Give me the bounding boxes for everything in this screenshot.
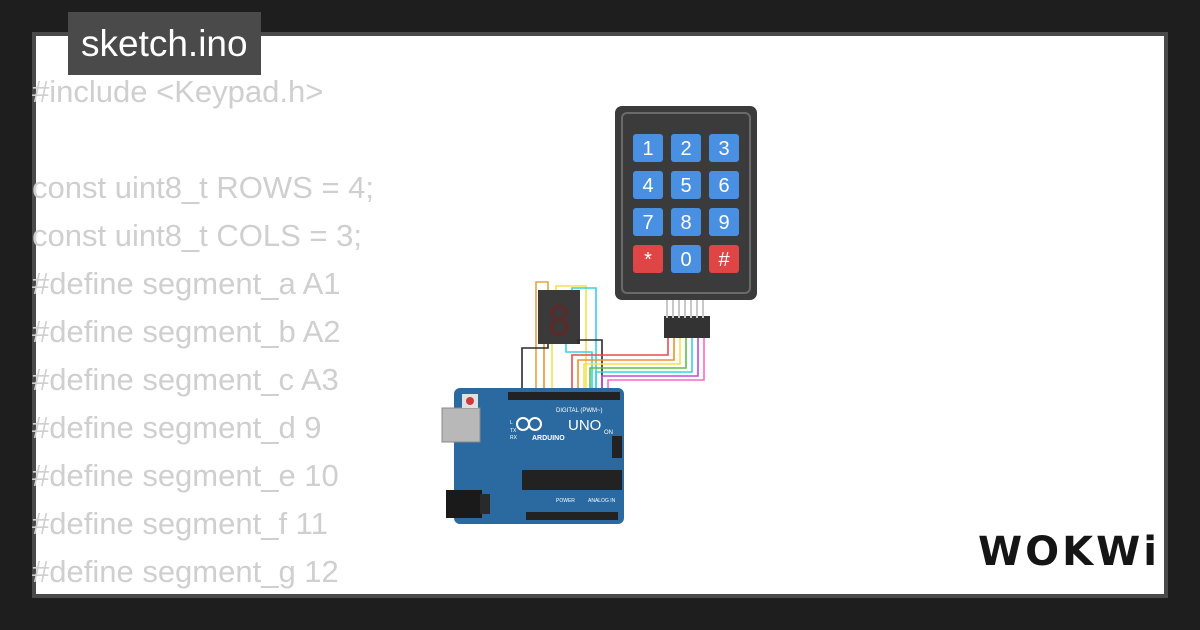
code-line: #define segment_a A1: [32, 266, 341, 301]
on-label: ON: [604, 430, 613, 436]
code-line: #include <Keypad.h>: [32, 74, 324, 109]
keypad-key-button[interactable]: [709, 208, 739, 236]
wire-yellow: [555, 285, 587, 398]
wire-orange-3: [577, 338, 675, 398]
code-line: #define segment_d 9: [32, 410, 322, 445]
membrane-keypad[interactable]: 1 2 3 4 5 6 7 8 9 * 0 #: [615, 106, 757, 338]
keypad-key-label: 5: [680, 175, 691, 197]
keypad-pins: [666, 300, 704, 318]
keypad-key-button[interactable]: [633, 134, 663, 162]
code-editor[interactable]: #include <Keypad.h> const uint8_t ROWS =…: [32, 68, 374, 596]
keypad-key-label: #: [718, 249, 730, 271]
wire-purple: [601, 338, 699, 398]
keypad-key-button[interactable]: [709, 245, 739, 273]
keypad-key-label: 6: [718, 175, 729, 197]
keypad-key-button[interactable]: [709, 134, 739, 162]
code-line: #define segment_f 11: [32, 506, 328, 541]
power-jack-tip: [480, 494, 490, 514]
wire-cyan-3: [595, 338, 693, 398]
tx-label: TX: [510, 428, 517, 434]
analog-power-header: [526, 512, 618, 520]
brand-label: ARDUINO: [532, 435, 565, 442]
keypad-key-label: *: [644, 249, 652, 271]
rx-label: RX: [510, 435, 518, 441]
keypad-keys: 1 2 3 4 5 6 7 8 9 * 0 #: [633, 134, 739, 273]
l-label: L: [510, 420, 513, 426]
keypad-pin: [696, 300, 698, 318]
power-jack: [446, 490, 482, 518]
analog-label: ANALOG IN: [588, 498, 616, 504]
keypad-key-label: 9: [718, 212, 729, 234]
atmega-chip: [522, 470, 622, 490]
display-body: [538, 290, 580, 344]
keypad-key-button[interactable]: [671, 134, 701, 162]
keypad-key-label: 2: [680, 138, 691, 160]
keypad-key-label: 0: [680, 249, 691, 271]
keypad-key-label: 7: [642, 212, 653, 234]
keypad-key-label: 4: [642, 175, 653, 197]
keypad-key-button[interactable]: [633, 245, 663, 273]
keypad-key-button[interactable]: [671, 171, 701, 199]
keypad-key-button[interactable]: [671, 245, 701, 273]
keypad-pin: [690, 300, 692, 318]
keypad-pin: [678, 300, 680, 318]
wire-yellow-3: [583, 338, 681, 398]
display-digit: 8: [547, 299, 571, 345]
wire-orange: [535, 281, 549, 398]
keypad-key-button[interactable]: [633, 208, 663, 236]
keypad-key-button[interactable]: [709, 171, 739, 199]
keypad-border: [621, 112, 751, 294]
file-tab-sketch[interactable]: sketch.ino: [68, 12, 261, 75]
code-line: #define segment_c A3: [32, 362, 339, 397]
keypad-key-label: 3: [718, 138, 729, 160]
keypad-pin: [702, 300, 704, 318]
digital-header: [508, 392, 620, 400]
wire-green: [589, 338, 687, 398]
reset-button[interactable]: [466, 397, 474, 405]
icsp-header: [612, 436, 622, 458]
wire-black: [521, 344, 549, 398]
usb-port: [441, 407, 481, 443]
power-label: POWER: [556, 498, 575, 504]
keypad-key-label: 8: [680, 212, 691, 234]
wire-red: [571, 338, 669, 398]
model-label: UNO: [568, 417, 601, 434]
keypad-pin: [684, 300, 686, 318]
code-line: const uint8_t COLS = 3;: [32, 218, 362, 253]
code-line: const uint8_t ROWS = 4;: [32, 170, 375, 205]
keypad-pin: [666, 300, 668, 318]
keypad-key-button[interactable]: [671, 208, 701, 236]
arduino-logo-icon: [516, 417, 542, 431]
wokwi-logo: WOKWi: [978, 529, 1160, 575]
seven-segment-display[interactable]: 8: [538, 290, 580, 345]
keypad-pin: [672, 300, 674, 318]
code-line: #define segment_g 12: [32, 554, 339, 589]
keypad-connector: [664, 316, 710, 338]
keypad-key-label: 1: [642, 138, 653, 160]
code-line: #define segment_b A2: [32, 314, 341, 349]
keypad-key-button[interactable]: [633, 171, 663, 199]
arduino-uno-board[interactable]: DIGITAL (PWM~) UNO ARDUINO ON L TX RX PO…: [441, 388, 624, 524]
code-line: #define segment_e 10: [32, 458, 339, 493]
digital-label: DIGITAL (PWM~): [556, 408, 603, 414]
